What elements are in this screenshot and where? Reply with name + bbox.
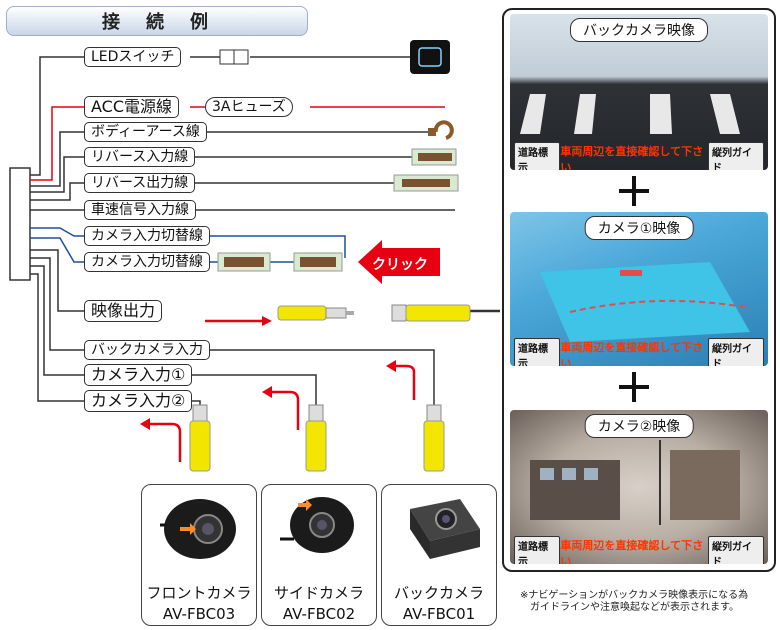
red-arrow-icon	[205, 316, 272, 326]
side-camera-icon	[280, 497, 354, 553]
camera-name: フロントカメラ	[146, 584, 252, 602]
screen-title: カメラ②映像	[584, 414, 694, 438]
camera-model: AV-FBC01	[402, 605, 476, 623]
screen-bottom-bar: 道路標示 車両周辺を直接確認して下さい 縦列ガイド	[510, 142, 768, 170]
wire-reverse-in	[30, 156, 84, 193]
wire-cam-in-1	[30, 265, 84, 376]
page-title: 接 続 例	[6, 6, 308, 36]
wire-label-reverse-in: リバース入力線	[84, 147, 196, 167]
wire-video-out	[30, 249, 84, 312]
camera-name: バックカメラ	[393, 584, 484, 602]
screen-bottom-bar: 道路標示 車両周辺を直接確認して下さい 縦列ガイド	[510, 536, 768, 564]
reverse-out-connector-icon	[393, 174, 459, 192]
led-switch-icon	[410, 40, 450, 74]
camera-card-side: サイドカメラ AV-FBC02	[261, 484, 377, 626]
fuse-label: 3Aヒューズ	[205, 97, 293, 117]
wire-label-speed-signal: 車速信号入力線	[84, 200, 196, 220]
camera-model: AV-FBC03	[162, 605, 236, 623]
rca-plug-icon	[189, 404, 211, 472]
earth-terminal-icon	[428, 120, 454, 140]
led-connector-icon	[219, 49, 249, 65]
main-connector	[9, 167, 31, 281]
back-camera-icon	[410, 499, 480, 559]
red-curved-arrow-icon	[150, 364, 416, 462]
wire-label-cam-switch-2: カメラ入力切替線	[84, 252, 210, 272]
warning-text: 車両周辺を直接確認して下さい	[560, 145, 704, 170]
wire-body-earth	[30, 131, 84, 187]
click-arrow-icon	[358, 240, 440, 284]
wire-reverse-out	[30, 182, 84, 201]
camera-card-front: フロントカメラ AV-FBC03	[141, 484, 257, 626]
road-marking-button[interactable]: 道路標示	[514, 536, 561, 564]
plus-icon	[619, 372, 649, 402]
rca-plug-icon	[277, 305, 354, 321]
rca-jack-icon	[391, 304, 471, 322]
wire-cam-in-2	[30, 273, 84, 402]
cam-switch-connector-icon	[217, 252, 343, 272]
monitor-panel: バックカメラ映像 道路標示 車両周辺を直接確認して下さい 縦列ガイド カメラ①映…	[502, 8, 776, 572]
camera-model: AV-FBC02	[282, 605, 356, 623]
click-label: クリック	[372, 257, 428, 273]
wire-cam-switch-2	[30, 237, 84, 263]
warning-text: 車両周辺を直接確認して下さい	[560, 341, 704, 366]
reverse-in-connector-icon	[411, 148, 457, 166]
rca-plug-icon	[305, 404, 327, 472]
street-view-illustration	[530, 440, 740, 525]
wire-label-cam-in-2: カメラ入力②	[84, 390, 193, 412]
plus-icon	[619, 176, 649, 206]
parallel-guide-button[interactable]: 縦列ガイド	[707, 142, 764, 170]
wire-label-back-cam-in: バックカメラ入力	[84, 340, 210, 360]
parking-lines-illustration	[520, 94, 740, 134]
road-marking-button[interactable]: 道路標示	[514, 338, 561, 366]
camera-card-back: バックカメラ AV-FBC01	[381, 484, 497, 626]
rca-plug-icon	[423, 404, 445, 472]
wire-label-body-earth: ボディーアース線	[84, 122, 207, 142]
wire-cam-switch-1	[30, 227, 84, 237]
screen-camera-2: カメラ②映像 道路標示 車両周辺を直接確認して下さい 縦列ガイド	[510, 410, 768, 564]
front-camera-icon	[160, 499, 236, 559]
screen-title: カメラ①映像	[584, 216, 694, 240]
footnote: ※ナビゲーションがバックカメラ映像表示になる為 ガイドラインや注意喚起などが表示…	[520, 590, 749, 613]
wire-label-cam-in-1: カメラ入力①	[84, 364, 193, 386]
road-marking-button[interactable]: 道路標示	[514, 142, 561, 170]
wire-label-reverse-out: リバース出力線	[84, 173, 196, 193]
screen-title: バックカメラ映像	[570, 18, 708, 42]
parallel-guide-button[interactable]: 縦列ガイド	[707, 536, 764, 564]
side-view-illustration	[540, 262, 751, 342]
screen-back-camera: バックカメラ映像 道路標示 車両周辺を直接確認して下さい 縦列ガイド	[510, 14, 768, 170]
wiring-diagram	[9, 40, 500, 472]
screen-camera-1: カメラ①映像 道路標示 車両周辺を直接確認して下さい 縦列ガイド	[510, 212, 768, 366]
warning-text: 車両周辺を直接確認して下さい	[560, 539, 704, 564]
parallel-guide-button[interactable]: 縦列ガイド	[707, 338, 764, 366]
wire-label-acc: ACC電源線	[84, 96, 180, 118]
wire-led	[30, 56, 84, 176]
wire-acc	[30, 106, 84, 181]
wire-label-video-out: 映像出力	[84, 300, 163, 322]
wire-back-cam-in	[30, 257, 84, 351]
wire-label-cam-switch-1: カメラ入力切替線	[84, 226, 210, 246]
camera-name: サイドカメラ	[273, 584, 364, 602]
wire-label-led-switch: LEDスイッチ	[84, 47, 182, 67]
screen-bottom-bar: 道路標示 車両周辺を直接確認して下さい 縦列ガイド	[510, 338, 768, 366]
